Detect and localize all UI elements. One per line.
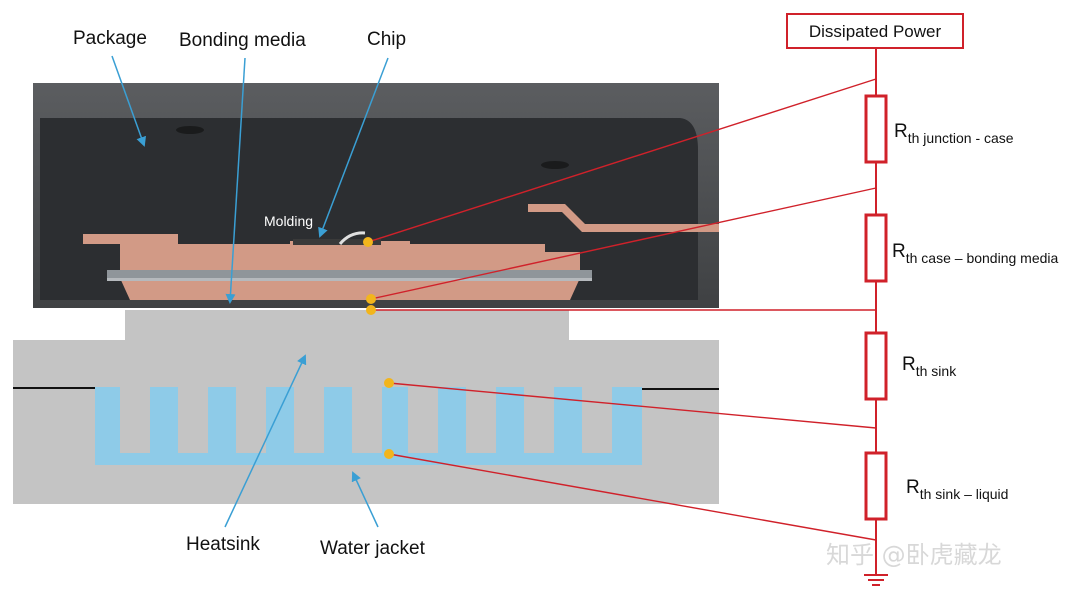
fin xyxy=(294,387,324,453)
node-case xyxy=(366,294,376,304)
label-bonding-media: Bonding media xyxy=(179,30,306,51)
substrate-plate xyxy=(107,270,592,278)
link-liquid xyxy=(388,453,877,541)
label-water-jacket: Water jacket xyxy=(320,538,426,559)
dissipated-power-box xyxy=(786,13,964,49)
fin xyxy=(178,387,208,453)
package-hole-right xyxy=(541,161,569,169)
link-case xyxy=(370,187,877,300)
fin xyxy=(408,387,438,453)
fin xyxy=(352,387,382,453)
resistor-sink-liquid xyxy=(864,451,888,521)
package-hole-left xyxy=(176,126,204,134)
package-photo xyxy=(33,83,719,308)
resistor-label-junction-case: Rth junction - case xyxy=(894,121,1014,146)
node-sink xyxy=(384,378,394,388)
node-liquid xyxy=(384,449,394,459)
pointer-arrows xyxy=(111,55,389,528)
connection-lines xyxy=(367,78,877,541)
arrow-heatsink xyxy=(224,354,307,528)
lead-right xyxy=(528,204,719,232)
label-dissipated-power: Dissipated Power xyxy=(809,22,942,41)
fin xyxy=(236,387,266,453)
link-sink xyxy=(388,382,877,429)
bonding-layer xyxy=(107,278,592,281)
resistor-sink xyxy=(864,331,888,401)
arrow-package xyxy=(111,55,146,147)
resistor-junction-case xyxy=(864,94,888,164)
resistor-case-bonding xyxy=(864,213,888,283)
fin xyxy=(582,387,612,453)
label-heatsink: Heatsink xyxy=(186,534,260,555)
label-molding: Molding xyxy=(264,213,313,229)
label-package: Package xyxy=(73,28,147,49)
fin xyxy=(466,387,496,453)
watermark: 知乎 @卧虎藏龙 xyxy=(826,541,1002,569)
chip-die xyxy=(293,239,381,245)
cooling-assembly xyxy=(13,310,719,504)
node-bonding xyxy=(366,305,376,315)
resistor-label-sink-liquid: Rth sink – liquid xyxy=(906,477,1008,502)
bond-wire xyxy=(338,231,366,245)
thermal-circuit xyxy=(786,13,964,586)
lead-left xyxy=(83,234,178,244)
arrow-water-jacket xyxy=(351,471,379,528)
label-chip: Chip xyxy=(367,29,406,50)
resistor-label-case-bonding: Rth case – bonding media xyxy=(892,241,1058,266)
heatsink-fins xyxy=(120,387,612,453)
fin xyxy=(120,387,150,453)
measurement-nodes xyxy=(363,237,394,459)
arrow-chip xyxy=(318,57,389,238)
link-junction xyxy=(367,78,877,243)
arrow-bonding-media xyxy=(225,57,246,304)
resistor-label-sink: Rth sink xyxy=(902,354,957,379)
node-junction xyxy=(363,237,373,247)
ground-icon xyxy=(864,574,888,586)
